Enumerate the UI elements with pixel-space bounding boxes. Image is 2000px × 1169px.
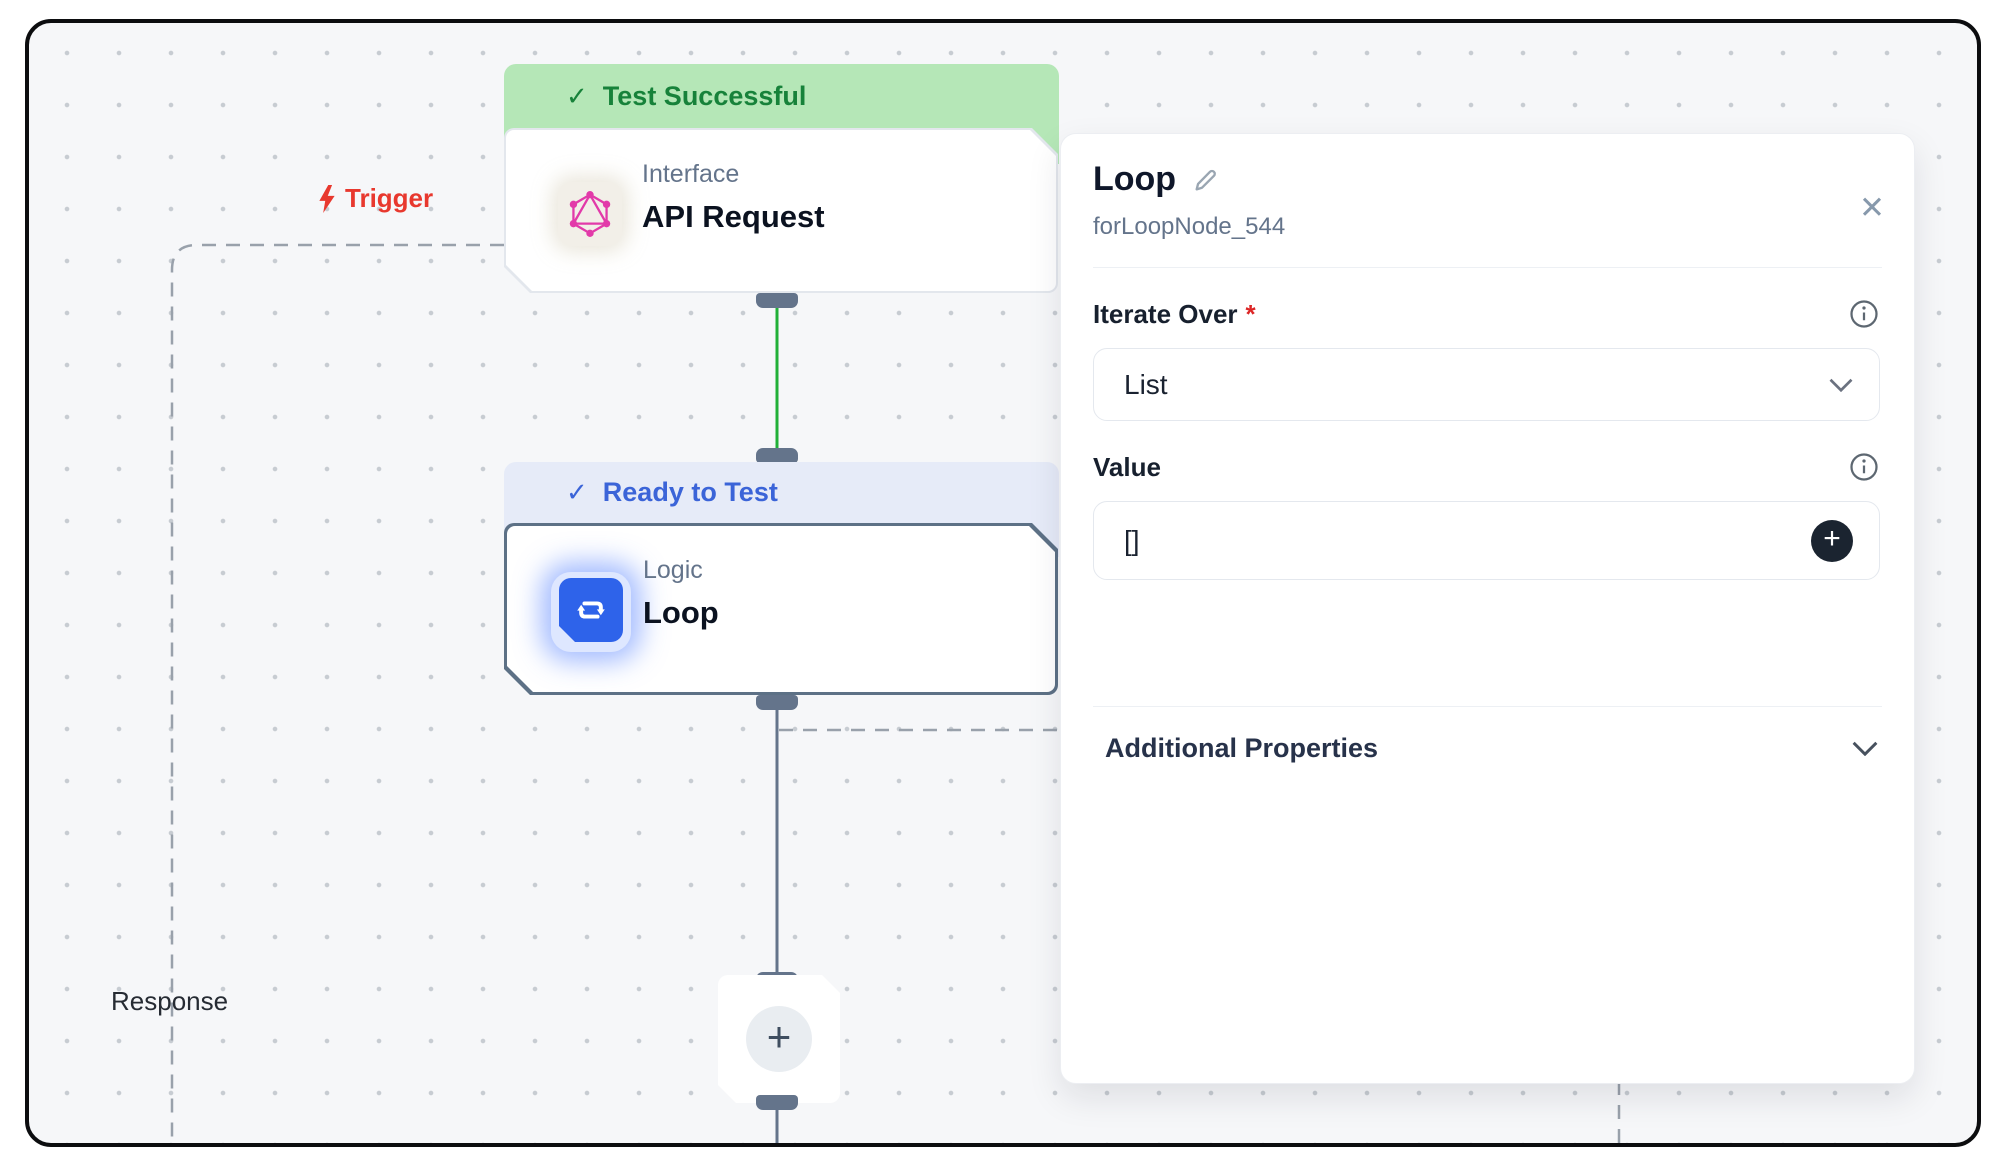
loop-icon bbox=[559, 578, 623, 642]
iterate-over-value: List bbox=[1124, 368, 1168, 400]
trigger-edge-label: Trigger bbox=[317, 183, 433, 214]
loop-output-handle[interactable] bbox=[756, 695, 798, 710]
plus-icon[interactable]: + bbox=[746, 1006, 812, 1072]
iterate-over-select[interactable]: List bbox=[1093, 348, 1880, 421]
value-input[interactable]: [] + bbox=[1093, 501, 1880, 580]
response-label-text: Response bbox=[111, 986, 229, 1016]
api-output-handle[interactable] bbox=[756, 293, 798, 308]
graphql-icon bbox=[558, 182, 622, 246]
close-icon[interactable]: ✕ bbox=[1859, 190, 1885, 225]
check-icon: ✓ bbox=[566, 80, 588, 111]
check-icon: ✓ bbox=[566, 477, 588, 507]
status-text: Test Successful bbox=[602, 80, 807, 111]
iterate-over-label: Iterate Over bbox=[1093, 298, 1238, 329]
panel-divider bbox=[1093, 706, 1882, 707]
node-category: Interface bbox=[642, 160, 740, 188]
additional-properties-label: Additional Properties bbox=[1105, 733, 1379, 763]
additional-properties-toggle[interactable]: Additional Properties bbox=[1061, 733, 1914, 764]
add-node-button[interactable]: + bbox=[718, 975, 840, 1103]
node-api-request[interactable]: Interface API Request bbox=[504, 128, 1058, 293]
panel-title: Loop bbox=[1093, 160, 1177, 198]
panel-divider bbox=[1093, 267, 1882, 268]
trigger-label-text: Trigger bbox=[345, 183, 434, 213]
node-config-panel: Loop forLoopNode_544 ✕ Iterate Over * bbox=[1060, 133, 1915, 1084]
loop-input-handle[interactable] bbox=[756, 448, 798, 463]
response-edge-label: Response bbox=[111, 986, 228, 1017]
add-node-output-handle[interactable] bbox=[756, 1095, 798, 1110]
value-input-text: [] bbox=[1124, 524, 1140, 556]
required-marker: * bbox=[1245, 298, 1256, 329]
status-text: Ready to Test bbox=[602, 477, 778, 507]
value-field: Value [] + bbox=[1061, 451, 1914, 580]
node-category: Logic bbox=[643, 556, 703, 584]
node-title: API Request bbox=[642, 199, 825, 234]
node-title: Loop bbox=[643, 595, 719, 630]
iterate-over-field: Iterate Over * List bbox=[1061, 298, 1914, 421]
value-label: Value bbox=[1093, 451, 1161, 482]
node-loop[interactable]: Logic Loop bbox=[504, 523, 1058, 695]
chevron-down-icon bbox=[1829, 378, 1853, 392]
workflow-canvas[interactable]: Trigger Response ✓ Test Successful bbox=[25, 19, 1981, 1147]
lightning-icon bbox=[319, 184, 335, 213]
info-icon[interactable] bbox=[1848, 298, 1880, 330]
info-icon[interactable] bbox=[1848, 451, 1880, 483]
add-value-button[interactable]: + bbox=[1811, 519, 1853, 562]
edit-pencil-icon[interactable] bbox=[1192, 166, 1220, 194]
panel-header: Loop forLoopNode_544 ✕ bbox=[1061, 134, 1914, 241]
panel-node-id: forLoopNode_544 bbox=[1093, 213, 1286, 240]
chevron-down-icon bbox=[1852, 741, 1878, 756]
